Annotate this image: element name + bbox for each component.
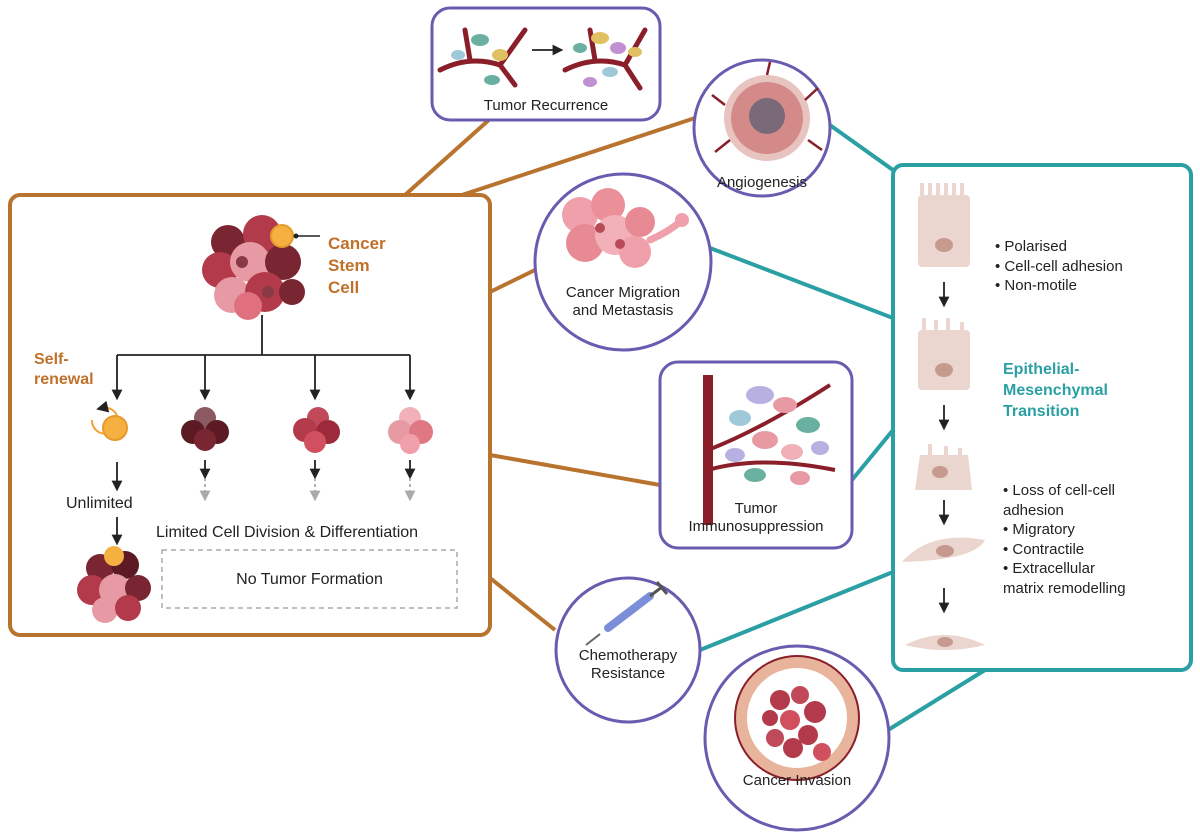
- lineage-arrows: [111, 460, 416, 546]
- trait-extracellular: • Extracellular: [1003, 560, 1095, 577]
- trait-polarised: • Polarised: [995, 238, 1067, 255]
- tumor-recurrence-label: Tumor Recurrence: [483, 97, 609, 114]
- trait-non-motile: • Non-motile: [995, 277, 1077, 294]
- epithelial-cell-columnar-icon: [918, 183, 970, 267]
- immunosuppression-line-1: Tumor: [734, 500, 778, 517]
- no-tumor-label: No Tumor Formation: [236, 571, 383, 588]
- connector-migration: [489, 268, 536, 294]
- no-tumor-box: [161, 549, 458, 609]
- teal-immunosuppression: [850, 428, 895, 482]
- trait-adhesion: • Cell-cell adhesion: [995, 257, 1123, 275]
- self-renewal-line-1: Self-: [34, 351, 69, 368]
- syringe-icon: [585, 581, 669, 646]
- cancer-stem-cell-line-3: Cell: [328, 278, 360, 298]
- lineage-tree: [111, 315, 416, 401]
- vessel-with-more-cells-icon: [562, 27, 648, 91]
- orange-connectors: [403, 108, 696, 632]
- cancer-stem-cell-label: Cancer Stem Cell: [328, 233, 386, 299]
- emt-title-line-1: Epithelial-: [1003, 361, 1080, 378]
- red-cell-cluster-icon: [293, 407, 340, 453]
- vessel-with-cells-icon: [437, 27, 528, 88]
- migration-label: Cancer Migration and Metastasis: [540, 284, 706, 320]
- migration-line-2: and Metastasis: [572, 302, 674, 319]
- tumor-cluster-icon: [202, 215, 305, 320]
- cancer-stem-cell-line-1: Cancer: [328, 234, 386, 253]
- epithelial-cell-icon: [918, 318, 970, 390]
- invasion-label: Cancer Invasion: [742, 772, 852, 789]
- connector-angiogenesis: [461, 116, 696, 197]
- teal-migration: [709, 246, 894, 320]
- angiogenesis-label: Angiogenesis: [716, 174, 808, 191]
- teal-chemo: [699, 570, 894, 652]
- self-renewal-stem-cell-icon: [102, 415, 128, 441]
- migrating-cells-icon: [562, 188, 689, 268]
- chemo-line-1: Chemotherapy: [578, 647, 678, 664]
- trait-migratory: • Migratory: [1003, 521, 1075, 538]
- cancer-stem-cell-panel: [8, 193, 492, 637]
- unlimited-label: Unlimited: [66, 495, 133, 512]
- transitioning-cell-icon: [915, 444, 972, 490]
- trait-loss-adhesion-cont: adhesion: [1003, 501, 1064, 519]
- teal-invasion: [886, 668, 987, 732]
- trait-matrix-remodelling: matrix remodelling: [1003, 579, 1126, 597]
- angiogenesis-tumor-icon: [711, 61, 823, 161]
- mesenchymal-traits: • Loss of cell-cell adhesion • Migratory…: [1003, 481, 1126, 598]
- dark-cell-cluster-icon: [181, 407, 229, 451]
- connector-recurrence: [403, 108, 502, 197]
- emt-title-line-3: Transition: [1003, 402, 1080, 420]
- pink-cell-cluster-icon: [388, 407, 433, 454]
- trait-loss-adhesion: • Loss of cell-cell: [1003, 482, 1115, 499]
- immune-vessel-icon: [703, 375, 836, 525]
- connector-chemo: [488, 576, 557, 632]
- chemo-label: Chemotherapy Resistance: [556, 647, 700, 683]
- limited-division-label: Limited Cell Division & Differentiation: [156, 524, 419, 541]
- epithelial-traits: • Polarised • Cell-cell adhesion • Non-m…: [995, 237, 1123, 296]
- resulting-tumor-icon: [77, 546, 151, 623]
- trait-contractile: • Contractile: [1003, 540, 1085, 558]
- cancer-stem-cell-line-2: Stem: [328, 256, 370, 276]
- immunosuppression-label: Tumor Immunosuppression: [660, 500, 852, 536]
- immunosuppression-line-2: Immunosuppression: [688, 518, 824, 535]
- connector-immunosuppression: [489, 453, 661, 487]
- self-renewal-line-2: renewal: [34, 371, 94, 388]
- emt-title: Epithelial- Mesenchymal Transition: [1003, 360, 1108, 422]
- self-renewal-label: Self- renewal: [34, 350, 94, 390]
- chemotherapy-circle: [554, 576, 702, 724]
- stem-cell-icon: [270, 224, 294, 248]
- chemo-line-2: Resistance: [590, 665, 666, 682]
- migratory-cell-icon: [905, 635, 985, 650]
- migration-line-1: Cancer Migration: [565, 284, 681, 301]
- emt-title-line-2: Mesenchymal: [1003, 381, 1108, 399]
- mesenchymal-cell-icon: [902, 537, 985, 562]
- teal-connectors: [699, 116, 987, 732]
- teal-angiogenesis: [818, 116, 895, 172]
- invasion-tissue-icon: [734, 655, 860, 781]
